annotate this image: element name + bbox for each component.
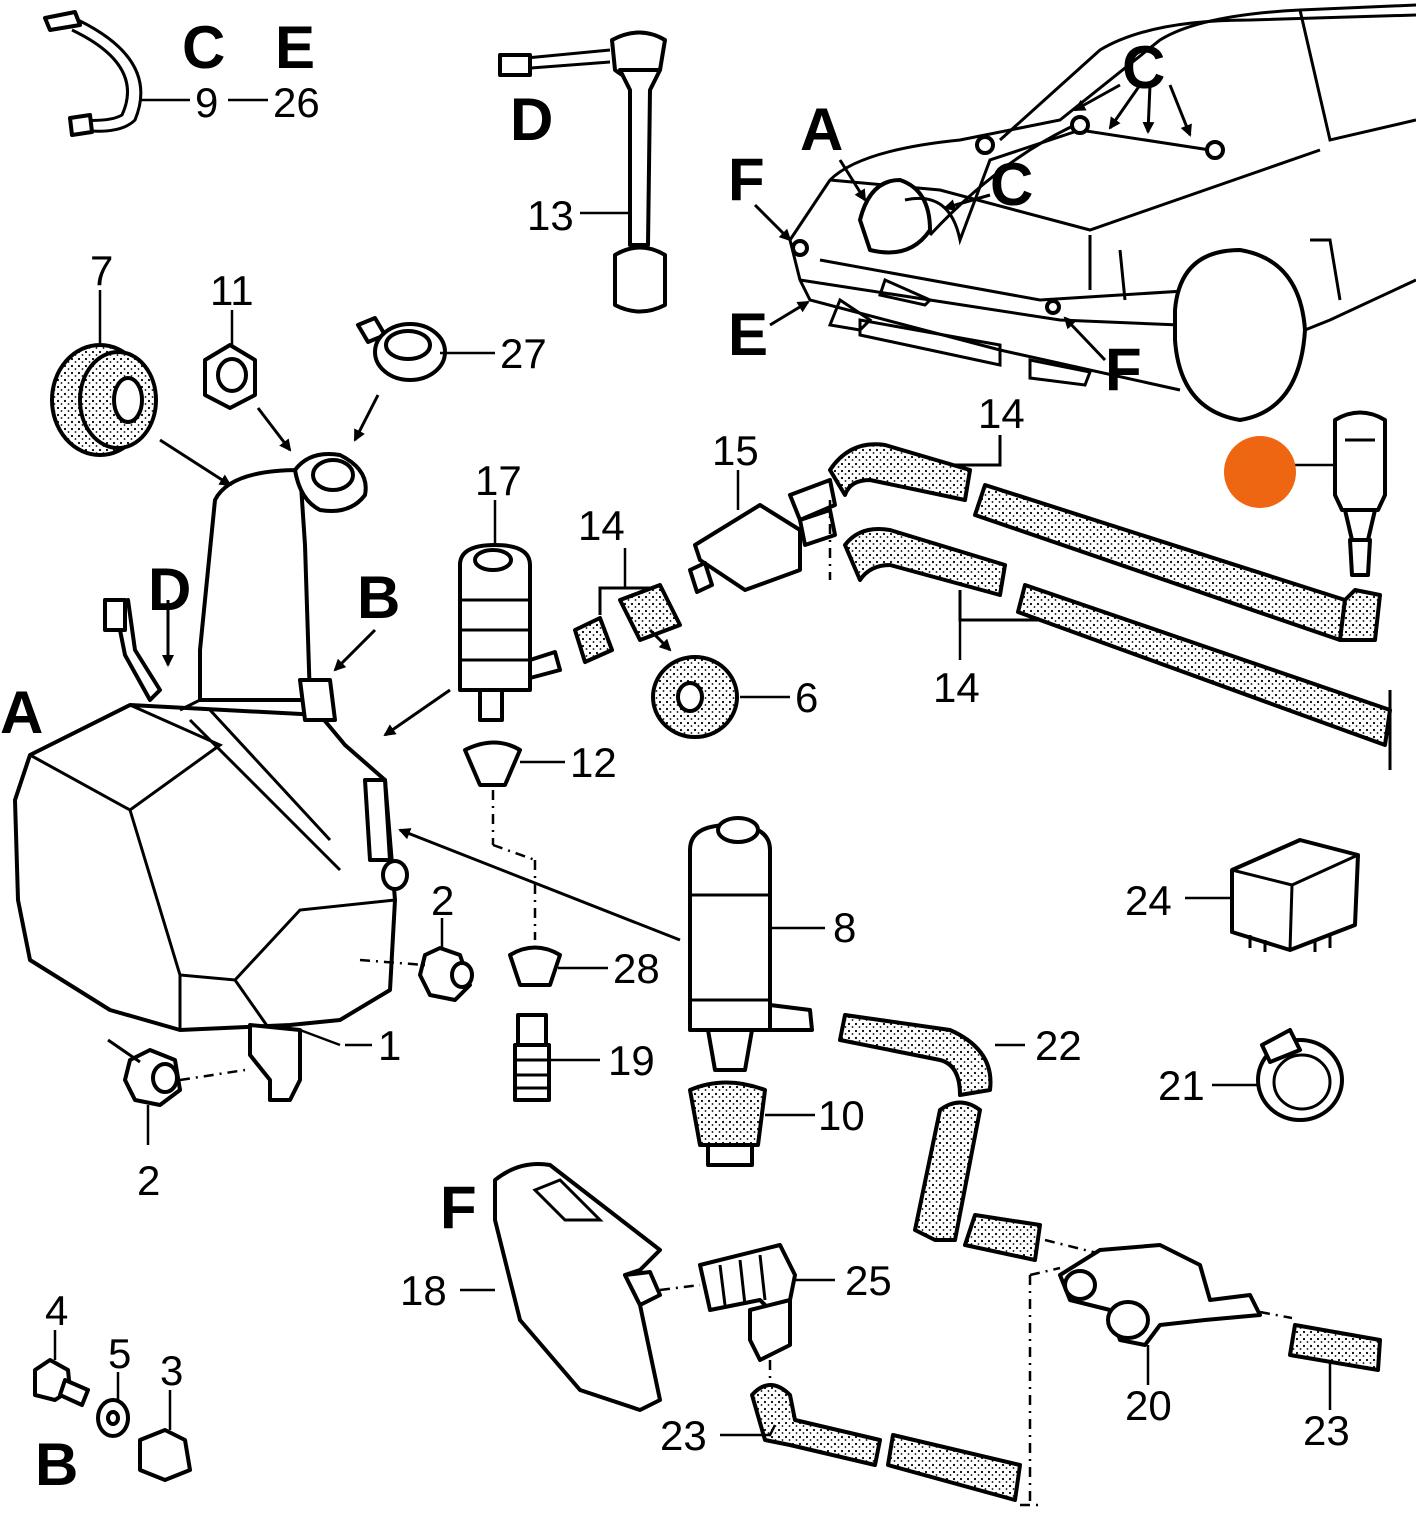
elbow-25	[698, 1243, 797, 1362]
label-4: 4	[45, 1287, 68, 1334]
label-27: 27	[500, 330, 547, 377]
label-20: 20	[1125, 1382, 1172, 1429]
letter-b-tank: B	[357, 564, 400, 631]
washer-reservoir	[13, 452, 409, 1102]
letter-c-car-mid: C	[990, 151, 1033, 218]
label-28: 28	[613, 945, 660, 992]
bolt-4	[33, 1358, 90, 1407]
hose-14-long	[828, 442, 1392, 747]
letter-c-top: C	[182, 14, 225, 81]
t-connector-20	[1058, 1243, 1262, 1347]
hose-14-short	[573, 583, 682, 664]
filter-28	[508, 945, 562, 987]
washer-nozzle	[1333, 410, 1387, 577]
letter-f-cover: F	[440, 1174, 477, 1241]
label-15: 15	[712, 427, 759, 474]
label-23-right: 23	[1303, 1407, 1350, 1454]
strap-clip	[43, 10, 143, 137]
cap-27	[356, 316, 447, 382]
highlight-marker	[1224, 436, 1296, 508]
check-valve-15	[688, 478, 837, 594]
label-14-middle: 14	[578, 502, 625, 549]
label-26: 26	[273, 79, 320, 126]
washer-5	[96, 1398, 130, 1438]
filter-12	[463, 740, 522, 787]
filter-10	[688, 1080, 767, 1167]
washer-pump-8	[688, 816, 814, 1072]
label-22: 22	[1035, 1022, 1082, 1069]
label-21: 21	[1158, 1062, 1205, 1109]
letter-e-top: E	[275, 14, 315, 81]
nut-2-left	[123, 1048, 182, 1107]
label-25: 25	[845, 1257, 892, 1304]
label-11: 11	[210, 267, 254, 314]
label-14-top: 14	[978, 390, 1025, 437]
label-17: 17	[475, 457, 522, 504]
label-24: 24	[1125, 877, 1172, 924]
label-19: 19	[608, 1037, 655, 1084]
nut-11	[203, 343, 257, 410]
label-23-bottom: 23	[660, 1412, 707, 1459]
letter-d-sensor: D	[510, 86, 553, 153]
letter-b-fasteners: B	[35, 1431, 78, 1498]
label-1: 1	[378, 1022, 401, 1069]
relay-24	[1230, 838, 1360, 952]
label-3: 3	[160, 1347, 183, 1394]
label-5: 5	[108, 1330, 131, 1377]
level-sensor	[498, 30, 667, 314]
label-18: 18	[400, 1267, 447, 1314]
label-10: 10	[818, 1092, 865, 1139]
letter-f-car-left: F	[728, 146, 765, 213]
label-6: 6	[795, 674, 818, 721]
hose-22	[838, 1013, 1042, 1262]
label-7: 7	[90, 247, 113, 294]
nozzle-cover-18	[493, 1162, 662, 1412]
label-2-right: 2	[431, 877, 454, 924]
letter-a-tank: A	[0, 679, 43, 746]
letter-d-tank: D	[148, 556, 191, 623]
connector-19	[513, 1013, 551, 1102]
letter-c-car-top: C	[1122, 34, 1165, 101]
label-8: 8	[833, 904, 856, 951]
letter-e-car: E	[728, 301, 768, 368]
grommet-7	[50, 343, 158, 457]
nut-2-right	[418, 946, 474, 1002]
hose-clamp-21	[1256, 1028, 1344, 1122]
label-12: 12	[570, 739, 617, 786]
hose-23-bottom	[750, 1383, 1022, 1502]
hose-23-right	[1288, 1323, 1382, 1372]
label-2-left: 2	[137, 1157, 160, 1204]
label-14-lower: 14	[933, 664, 980, 711]
car-front-view	[788, 3, 1416, 422]
letter-f-car-right: F	[1105, 336, 1142, 403]
letter-a-car: A	[800, 96, 843, 163]
label-9: 9	[195, 79, 218, 126]
grommet-6	[651, 655, 739, 739]
clip-3	[138, 1428, 192, 1482]
label-13: 13	[527, 192, 574, 239]
washer-pump-17	[458, 543, 562, 722]
